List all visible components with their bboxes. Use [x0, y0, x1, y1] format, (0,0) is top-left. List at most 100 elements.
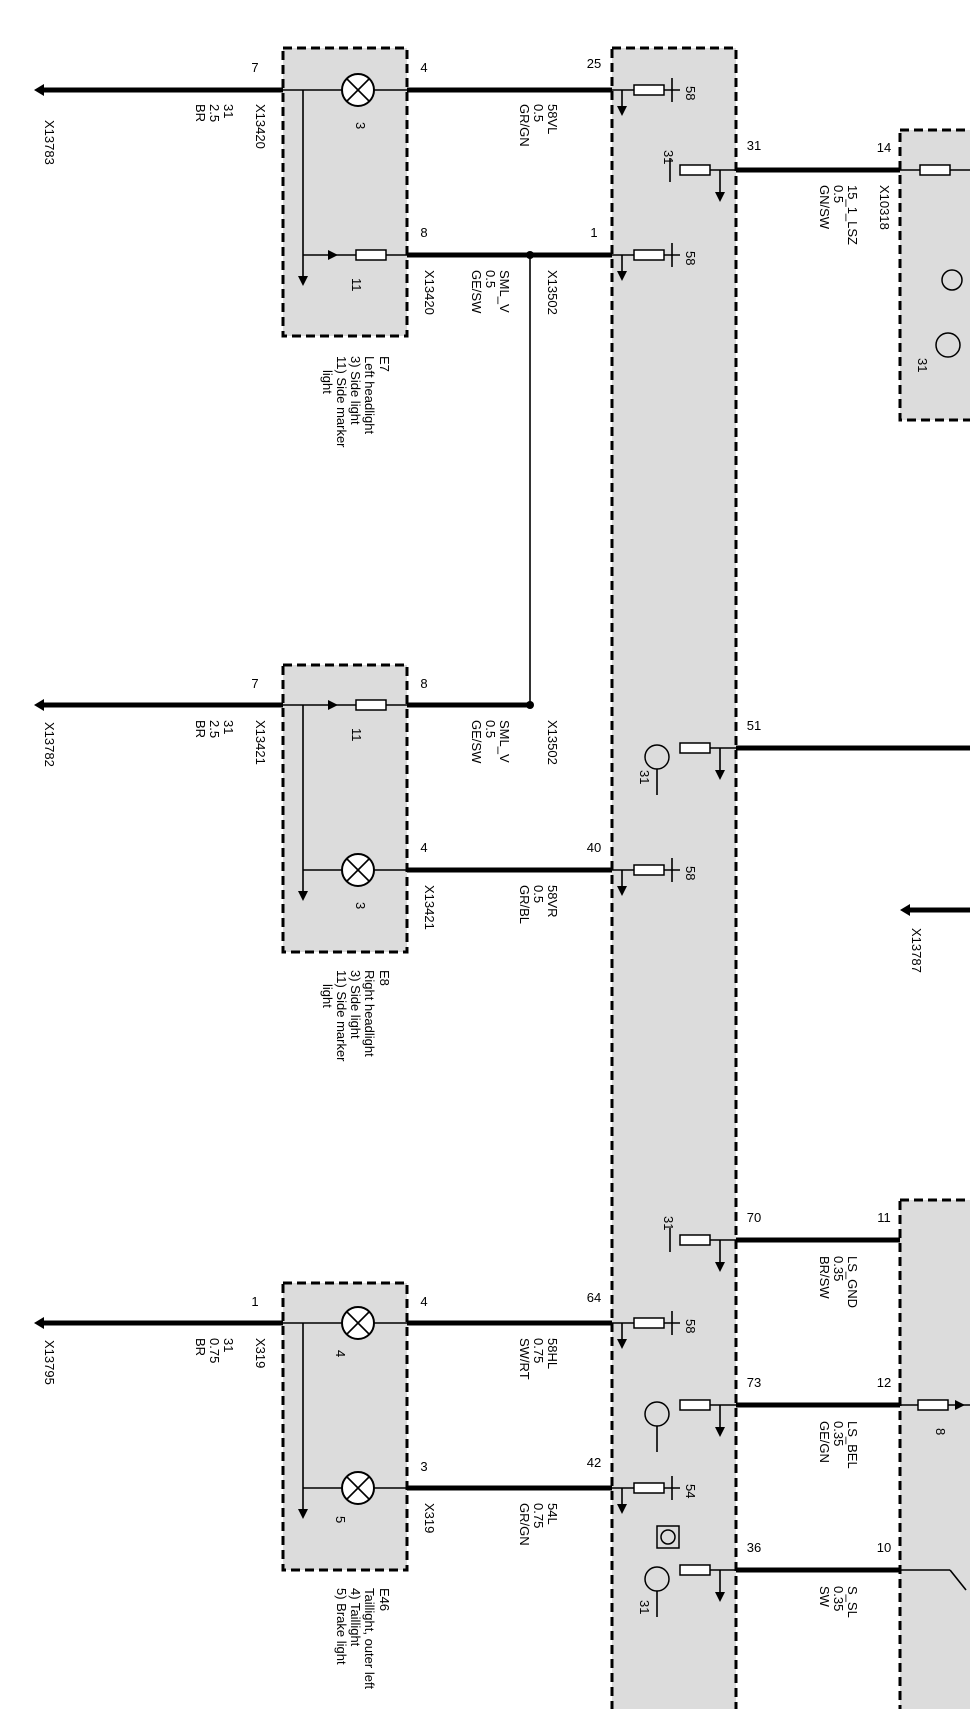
- element-label-e7-b: 11: [349, 278, 364, 292]
- lower-wire-name-1: LS_GND: [845, 1256, 860, 1308]
- wire-conn-e8-2: X13421: [422, 885, 437, 930]
- module-internal-label: 31: [661, 1216, 676, 1230]
- ground-wire-color-e7: BR: [193, 104, 208, 122]
- component-desc-e8-1: 3) Side light: [348, 970, 363, 1039]
- right-module-pin: 14: [877, 140, 891, 155]
- resistor-icon: [679, 742, 711, 754]
- control-module-box: [610, 46, 738, 1709]
- ground-wire-size-e7: 2.5: [207, 104, 222, 122]
- module-pin-e7-2: 1: [590, 225, 597, 240]
- ground-wire-color-e46: BR: [193, 1338, 208, 1356]
- relay-symbol-icon: [941, 269, 963, 291]
- splice-icon: [526, 701, 534, 709]
- lower-wire-name-3: S_SL: [845, 1586, 860, 1618]
- ground-wire-name-e7: 31: [221, 104, 236, 118]
- ground-connector-x13787: X13787: [909, 928, 924, 973]
- wire-color-e8-1: GE/SW: [469, 720, 484, 764]
- ground-wire-size-e46: 0.75: [207, 1338, 222, 1363]
- lower-wire-color-2: GE/GN: [817, 1421, 832, 1463]
- module-pin-right-51: 51: [747, 718, 761, 733]
- ground-pin-e46: 1: [251, 1294, 258, 1309]
- resistor-icon: [633, 84, 665, 96]
- pin-e8-1: 8: [420, 676, 427, 691]
- ground-wire-name-e46: 31: [221, 1338, 236, 1352]
- component-box-e8: [281, 663, 409, 954]
- resistor-icon: [917, 1399, 949, 1411]
- lower-module-internal: 8: [933, 1428, 948, 1435]
- pin-e46-2: 3: [420, 1459, 427, 1474]
- lower-module-pin-2: 12: [877, 1375, 891, 1390]
- component-e8: X13782 7 X13421 31 2.5 BR 11 3 8 SML_V 0…: [34, 676, 612, 1062]
- splice-conn-e8: X13502: [545, 720, 560, 765]
- lower-module-pin-left-1: 70: [747, 1210, 761, 1225]
- module-pin-e7-1: 25: [587, 56, 601, 71]
- resistor-icon: [679, 164, 711, 176]
- component-desc-e46-2: 5) Brake light: [334, 1588, 349, 1665]
- ground-wire-size-e8: 2.5: [207, 720, 222, 738]
- wire-name-e8-1: SML_V: [497, 720, 512, 763]
- module-internal-label: 31: [637, 770, 652, 784]
- wire-size-e46-2: 0.75: [531, 1503, 546, 1528]
- splice-conn-e7: X13502: [545, 270, 560, 315]
- resistor-icon: [679, 1564, 711, 1576]
- resistor-icon: [633, 1317, 665, 1329]
- wire-color-e7-2: GE/SW: [469, 270, 484, 314]
- module-internal-label: 31: [661, 150, 676, 164]
- component-desc-e8-0: Right headlight: [362, 970, 377, 1057]
- wire-size-e7-1: 0.5: [531, 104, 546, 122]
- ground-terminal-icon: [34, 699, 44, 711]
- module-internal-label: 58: [683, 86, 698, 100]
- ground-wire-name-e8: 31: [221, 720, 236, 734]
- ground-connector-e8: X13782: [42, 722, 57, 767]
- lower-module-pin-3: 10: [877, 1540, 891, 1555]
- ground-wire-color-e8: BR: [193, 720, 208, 738]
- ground-terminal-icon: [34, 1317, 44, 1329]
- right-module-connector: X10318: [877, 185, 892, 230]
- lower-wire-name-2: LS_BEL: [845, 1421, 860, 1469]
- ground-pin-e7: 7: [251, 60, 258, 75]
- element-label-e46-b: 5: [333, 1516, 348, 1523]
- component-id-e8: E8: [377, 970, 392, 986]
- resistor-icon: [919, 164, 951, 176]
- switch-icon: [949, 1569, 967, 1591]
- resistor-icon: [355, 699, 387, 711]
- lower-wire-color-3: SW: [817, 1586, 832, 1608]
- pin-e8-2: 4: [420, 840, 427, 855]
- element-label-e8-a: 11: [349, 728, 364, 742]
- ground-connector-e7: X13783: [42, 120, 57, 165]
- wire-name-e7-1: 58VL: [545, 104, 560, 134]
- ground-terminal-icon: [900, 904, 910, 916]
- component-desc-e8-2: 11) Side marker: [334, 970, 349, 1062]
- ground-conn-e7: X13420: [253, 104, 268, 149]
- transistor-symbol-icon: [656, 1525, 680, 1549]
- ground-connector-e46: X13795: [42, 1340, 57, 1385]
- module-internals: 58 58 58 58 54: [612, 78, 736, 1617]
- wire-size-e46-1: 0.75: [531, 1338, 546, 1363]
- element-label-e8-b: 3: [353, 902, 368, 909]
- component-e46: X13795 1 X319 31 0.75 BR 4 5 4 64 58HL 0…: [34, 1290, 612, 1690]
- module-internal-label: 58: [683, 251, 698, 265]
- lower-wire-size-3: 0.35: [831, 1586, 846, 1611]
- module-internal-label: 54: [683, 1484, 698, 1498]
- lower-module-pin-left-2: 73: [747, 1375, 761, 1390]
- module-internal-label: 58: [683, 866, 698, 880]
- resistor-icon: [679, 1399, 711, 1411]
- module-pin-right-31: 31: [747, 138, 761, 153]
- right-wire-size: 0.5: [831, 185, 846, 203]
- element-label-e46-a: 4: [333, 1350, 348, 1357]
- component-id-e7: E7: [377, 356, 392, 372]
- component-desc-e7-2: 11) Side marker: [334, 356, 349, 448]
- component-desc-e46-1: 4) Taillight: [348, 1588, 363, 1647]
- pin-e7-1: 4: [420, 60, 427, 75]
- lower-wire-size-1: 0.35: [831, 1256, 846, 1281]
- transistor-icon: [935, 332, 961, 358]
- ground-terminal-icon: [34, 84, 44, 96]
- right-connections: 31 14 X10318 15_1_LSZ 0.5 GN/SW 31 51 X1…: [736, 138, 970, 1618]
- diode-icon: [955, 1400, 965, 1410]
- right-wire-name: 15_1_LSZ: [845, 185, 860, 245]
- wire-color-e8-2: GR/BL: [517, 885, 532, 924]
- component-desc-e7-0: Left headlight: [362, 356, 377, 434]
- module-pin-e8-2: 40: [587, 840, 601, 855]
- lower-right-module-box: [898, 1198, 970, 1709]
